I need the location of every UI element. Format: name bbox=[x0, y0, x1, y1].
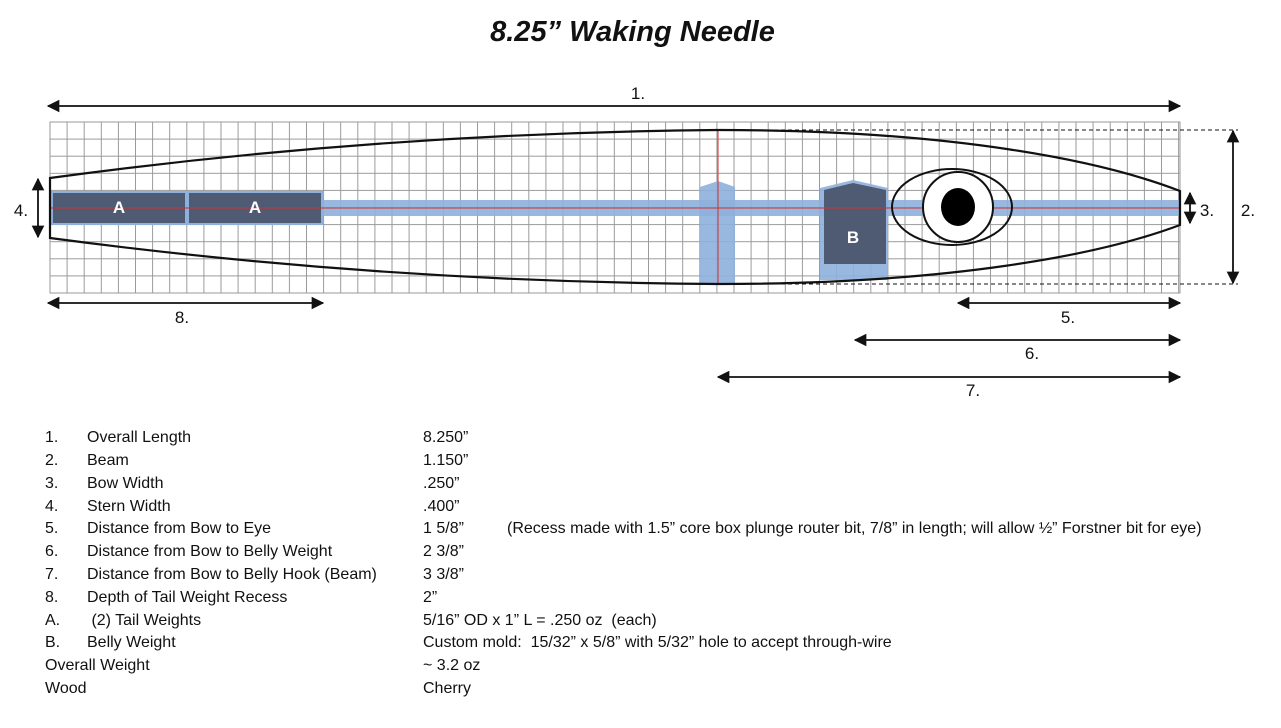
summary-value: ~ 3.2 oz bbox=[423, 657, 481, 674]
summary-row: Overall Weight ~ 3.2 oz bbox=[0, 657, 1281, 679]
dim-6-label: 6. bbox=[1025, 344, 1039, 363]
diagram-title: 8.25” Waking Needle bbox=[490, 16, 775, 48]
spec-label: Stern Width bbox=[87, 498, 171, 515]
spec-num: 5. bbox=[45, 520, 59, 537]
summary-label: Wood bbox=[45, 680, 87, 697]
dim-3-label: 3. bbox=[1200, 201, 1214, 220]
spec-num: 2. bbox=[45, 452, 59, 469]
spec-value: 8.250” bbox=[423, 429, 469, 446]
spec-row: 7. Distance from Bow to Belly Hook (Beam)… bbox=[0, 566, 1281, 588]
spec-row: 1. Overall Length 8.250” bbox=[0, 429, 1281, 451]
spec-value: 2 3/8” bbox=[423, 543, 464, 560]
spec-value: .400” bbox=[423, 498, 460, 515]
dim-1-label: 1. bbox=[631, 84, 645, 103]
spec-num: 4. bbox=[45, 498, 59, 515]
lure-diagram: A A B 1. 2. 3. 4. 5. 6. 7. 8. bbox=[14, 84, 1255, 400]
spec-num: 6. bbox=[45, 543, 59, 560]
belly-weight bbox=[824, 183, 886, 264]
spec-label: Overall Length bbox=[87, 429, 192, 446]
summary-label: Overall Weight bbox=[45, 657, 150, 674]
spec-label: Distance from Bow to Eye bbox=[87, 520, 272, 537]
dim-2-label: 2. bbox=[1241, 201, 1255, 220]
summary-value: Cherry bbox=[423, 680, 472, 697]
spec-label: Belly Weight bbox=[87, 634, 176, 651]
spec-note: (Recess made with 1.5” core box plunge r… bbox=[507, 520, 1202, 537]
spec-row: 6. Distance from Bow to Belly Weight 2 3/8… bbox=[0, 543, 1281, 565]
spec-row: 5. Distance from Bow to Eye 1 5/8” (Recess … bbox=[0, 520, 1281, 542]
spec-row: 3. Bow Width .250” bbox=[0, 475, 1281, 497]
spec-label: (2) Tail Weights bbox=[87, 612, 202, 629]
spec-label: Depth of Tail Weight Recess bbox=[87, 589, 288, 606]
spec-num: 3. bbox=[45, 475, 59, 492]
spec-label: Distance from Bow to Belly Hook (Beam) bbox=[87, 566, 377, 583]
eye-recess bbox=[891, 168, 1013, 246]
spec-value: 2” bbox=[423, 589, 438, 606]
spec-row: 2. Beam 1.150” bbox=[0, 452, 1281, 474]
spec-label: Beam bbox=[87, 452, 129, 469]
spec-label: Bow Width bbox=[87, 475, 164, 492]
spec-row: B. Belly Weight Custom mold: 15/32” x 5/8”… bbox=[0, 634, 1281, 656]
spec-value: 1.150” bbox=[423, 452, 469, 469]
spec-num: 8. bbox=[45, 589, 59, 606]
dim-8-label: 8. bbox=[175, 308, 189, 327]
spec-row: A. (2) Tail Weights 5/16” OD x 1” L = .25… bbox=[0, 612, 1281, 634]
spec-value: 5/16” OD x 1” L = .250 oz (each) bbox=[423, 612, 657, 629]
summary-row: Wood Cherry bbox=[0, 680, 1281, 702]
spec-num: A. bbox=[45, 612, 61, 629]
spec-value: 1 5/8” bbox=[423, 520, 464, 537]
dim-4-label: 4. bbox=[14, 201, 28, 220]
spec-row: 4. Stern Width .400” bbox=[0, 498, 1281, 520]
tail-weight-label: A bbox=[113, 198, 125, 217]
spec-value: 3 3/8” bbox=[423, 566, 464, 583]
tail-weight-label: A bbox=[249, 198, 261, 217]
dim-7-label: 7. bbox=[966, 381, 980, 400]
spec-row: 8. Depth of Tail Weight Recess 2” bbox=[0, 589, 1281, 611]
hull-outline bbox=[48, 128, 1182, 286]
spec-num: B. bbox=[45, 634, 61, 651]
dim-5-label: 5. bbox=[1061, 308, 1075, 327]
spec-num: 7. bbox=[45, 566, 59, 583]
eye-pupil bbox=[941, 188, 975, 226]
belly-weight-label: B bbox=[847, 228, 859, 247]
spec-value: Custom mold: 15/32” x 5/8” with 5/32” ho… bbox=[423, 634, 892, 651]
spec-label: Distance from Bow to Belly Weight bbox=[87, 543, 333, 560]
spec-value: .250” bbox=[423, 475, 460, 492]
spec-num: 1. bbox=[45, 429, 59, 446]
